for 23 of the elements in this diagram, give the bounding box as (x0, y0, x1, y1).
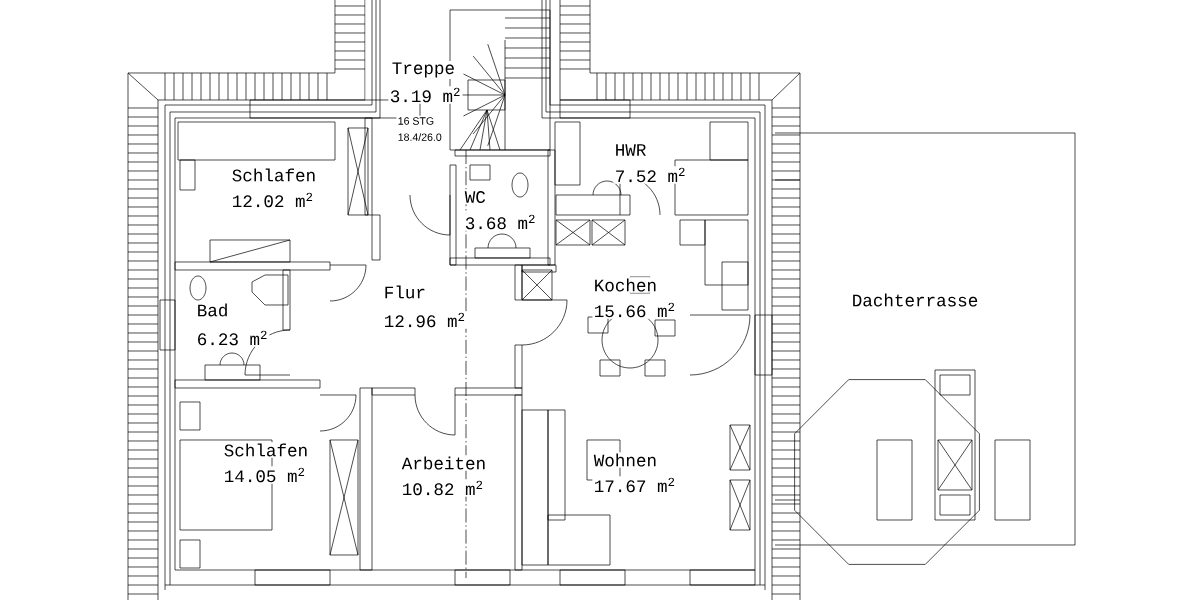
room-label: HWR (613, 142, 648, 158)
area-label: 12.02 m$^{2}$ (230, 191, 316, 209)
area-label: 17.67 m$^{2}$ (592, 476, 678, 494)
room-label: Wohnen (592, 452, 659, 468)
room-label: Schlafen (222, 442, 310, 458)
room-label: Dachterrasse (850, 292, 980, 308)
room-label: Flur (382, 284, 428, 300)
room-label: Kochen (592, 277, 659, 293)
room-label: Arbeiten (400, 455, 488, 471)
stair-note: 18.4/26.0 (396, 131, 444, 143)
room-label: Schlafen (230, 167, 318, 183)
stair-note: 16 STG (396, 115, 436, 127)
area-label: 14.05 m$^{2}$ (222, 466, 308, 484)
area-label: 6.23 m$^{2}$ (195, 329, 270, 347)
area-label: 3.19 m$^{2}$ (388, 86, 463, 104)
area-label: 7.52 m$^{2}$ (613, 166, 688, 184)
room-label: Treppe (390, 61, 457, 79)
area-label: 12.96 m$^{2}$ (382, 311, 468, 329)
room-label: WC (463, 189, 488, 205)
room-label: Bad (195, 302, 230, 318)
area-label: 15.66 m$^{2}$ (592, 301, 678, 319)
area-label: 3.68 m$^{2}$ (463, 213, 538, 231)
area-label: 10.82 m$^{2}$ (400, 479, 486, 497)
